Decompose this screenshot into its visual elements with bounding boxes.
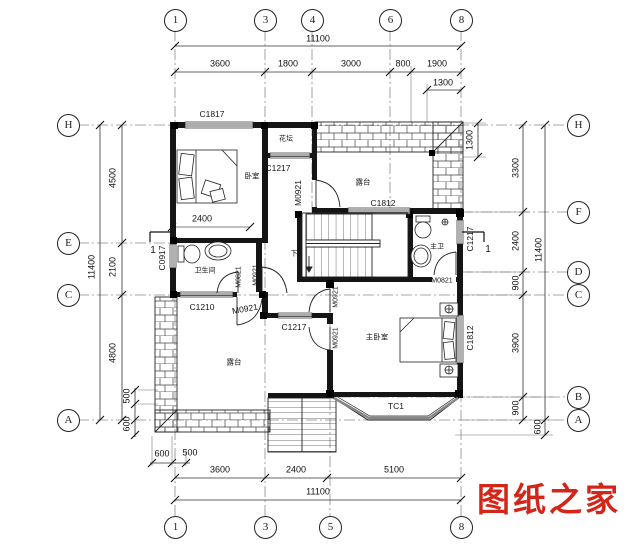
axis-circle-top-4: 4 — [301, 9, 324, 32]
plan-label: C1812 — [464, 325, 475, 351]
section-markers — [149, 231, 485, 242]
dim-label: 1800 — [277, 58, 299, 69]
axis-circle-left-H: H — [57, 114, 80, 137]
plan-label: C0917 — [156, 245, 167, 271]
plan-label: TC1 — [387, 400, 405, 411]
dim-label: 900 — [510, 400, 521, 416]
plan-label: 1 — [485, 244, 491, 255]
plan-label: 露台 — [355, 177, 371, 187]
dim-label: 3000 — [340, 58, 362, 69]
axis-circle-bottom-1: 1 — [164, 516, 187, 539]
plan-label: M0921 — [332, 286, 340, 308]
dim-label: 4500 — [107, 167, 118, 189]
plan-label: M0821 — [235, 266, 243, 288]
axis-circle-top-8: 8 — [450, 9, 473, 32]
dimension-lines — [95, 41, 553, 505]
plan-label: M0921 — [292, 180, 303, 206]
axis-circle-bottom-8: 8 — [450, 516, 473, 539]
plan-label: 露台 — [226, 357, 242, 367]
windows — [169, 121, 464, 364]
stairs — [301, 212, 409, 278]
plan-label: C1217 — [281, 321, 307, 332]
dim-label: 11400 — [86, 254, 97, 280]
axis-circle-right-D: D — [567, 261, 590, 284]
bay-window-tc1 — [331, 395, 461, 421]
dim-label: 600 — [532, 419, 543, 435]
plan-label: 主卫 — [430, 243, 444, 251]
dim-label: 11100 — [306, 33, 330, 44]
axis-circle-right-H: H — [567, 114, 590, 137]
dim-label: 500 — [121, 388, 132, 404]
plan-label: 主卧室 — [365, 332, 389, 342]
bed-bedroom — [176, 149, 238, 204]
axis-circle-right-F: F — [567, 201, 590, 224]
dim-label: 1300 — [464, 129, 475, 151]
axis-circle-left-A: A — [57, 409, 80, 432]
dim-label: 3600 — [209, 464, 231, 475]
plan-label: C1217 — [464, 226, 475, 252]
dim-label: 3600 — [209, 58, 231, 69]
plan-label: C1217 — [265, 162, 291, 173]
dim-label: 500 — [182, 447, 198, 458]
bathroom-fixtures-left — [177, 241, 232, 264]
plan-label: M0921 — [332, 327, 340, 349]
dim-label: 4800 — [107, 342, 118, 364]
dim-label: 11400 — [533, 237, 544, 263]
bed-master-bedroom — [399, 302, 459, 378]
axis-circle-top-1: 1 — [164, 9, 187, 32]
axis-circle-top-3: 3 — [254, 9, 277, 32]
hatched-parapet-walls — [154, 121, 464, 433]
axis-circle-right-B: B — [567, 386, 590, 409]
dim-label: 800 — [395, 58, 411, 69]
axis-circle-bottom-3: 3 — [254, 516, 277, 539]
bathroom-fixtures-master — [410, 215, 449, 268]
plan-label: 下 — [290, 250, 298, 258]
dim-label: 600 — [121, 416, 132, 432]
plan-label: 花坛 — [279, 135, 293, 143]
plan-label: C1812 — [370, 197, 396, 208]
dim-label: 3300 — [510, 157, 521, 179]
axis-circle-bottom-5: 5 — [319, 516, 342, 539]
dim-label: 1900 — [426, 58, 448, 69]
axis-circle-right-C: C — [567, 284, 590, 307]
dim-label: 2400 — [285, 464, 307, 475]
axis-circle-left-C: C — [57, 284, 80, 307]
dim-label: 1300 — [432, 77, 454, 88]
dim-label: 11100 — [306, 486, 330, 497]
axis-circle-right-A: A — [567, 409, 590, 432]
dim-label: 2400 — [510, 230, 521, 252]
plan-label: C1210 — [189, 301, 215, 312]
plan-label: C1817 — [199, 108, 225, 119]
watermark-logo: 图纸之家 — [477, 481, 621, 518]
dim-label: 3900 — [510, 332, 521, 354]
axis-circle-left-E: E — [57, 232, 80, 255]
plan-label: M0821 — [431, 277, 453, 285]
doors — [216, 179, 457, 351]
plan-label: M0921 — [252, 264, 260, 286]
dim-label: 600 — [154, 448, 170, 459]
dim-label: 900 — [510, 275, 521, 291]
columns — [170, 122, 464, 398]
axis-circle-top-6: 6 — [379, 9, 402, 32]
plan-label: 2400 — [191, 213, 213, 224]
dim-label: 2100 — [107, 256, 118, 278]
plan-label: 卧室 — [244, 171, 260, 181]
dim-label: 5100 — [383, 464, 405, 475]
plan-label: 1 — [150, 245, 156, 256]
plan-label: 卫生间 — [194, 267, 216, 275]
exterior-steps — [267, 397, 337, 453]
